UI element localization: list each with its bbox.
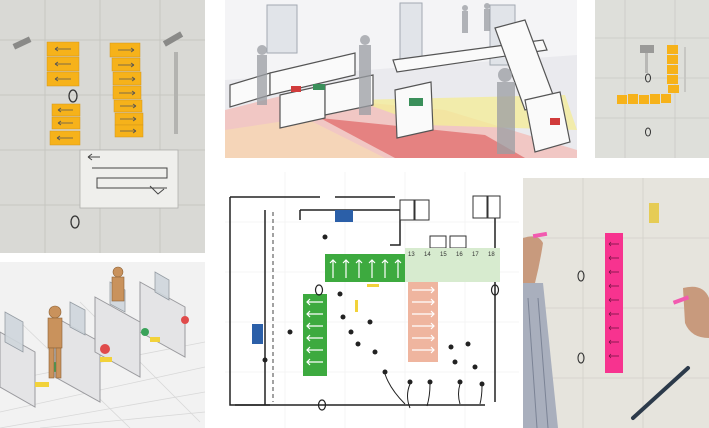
pillar-marker bbox=[68, 89, 78, 103]
lane-number: 18 bbox=[488, 252, 495, 258]
panel-floor-plan-bottom-center: 13 14 15 16 17 18 bbox=[225, 172, 519, 428]
pink-sticky-notes-column bbox=[605, 233, 623, 373]
panel-sticky-prototype-top-left bbox=[0, 0, 205, 253]
pillar-marker bbox=[70, 215, 80, 229]
panel-gate-rendering-top-center bbox=[225, 0, 577, 158]
light-green-lanes bbox=[405, 248, 500, 282]
hand-right bbox=[683, 286, 709, 338]
ticket-machine-left bbox=[252, 324, 263, 344]
sleeve-left bbox=[523, 283, 558, 428]
orange-sticky-notes-vertical bbox=[667, 45, 679, 93]
panel-sticky-prototype-top-right bbox=[595, 0, 709, 158]
orange-sticky-notes-right bbox=[109, 42, 144, 138]
orange-sticky-notes-row bbox=[617, 94, 671, 104]
pen bbox=[631, 366, 690, 420]
panel-pink-sticky-photo-bottom-right bbox=[523, 178, 709, 428]
yellow-sticky-note bbox=[649, 203, 659, 223]
lane-number: 17 bbox=[472, 252, 479, 258]
hand-left bbox=[523, 236, 543, 283]
ticket-machine-top bbox=[335, 210, 353, 222]
lane-number: 15 bbox=[440, 252, 447, 258]
lane-number: 16 bbox=[456, 252, 463, 258]
panel-gate-3d-model-bottom-left bbox=[0, 262, 205, 428]
queue-path-sheet bbox=[79, 149, 179, 209]
lane-number: 13 bbox=[408, 252, 415, 258]
green-gate-lanes-left bbox=[303, 294, 327, 376]
green-gate-lanes-top bbox=[325, 254, 405, 282]
lane-number: 14 bbox=[424, 252, 431, 258]
